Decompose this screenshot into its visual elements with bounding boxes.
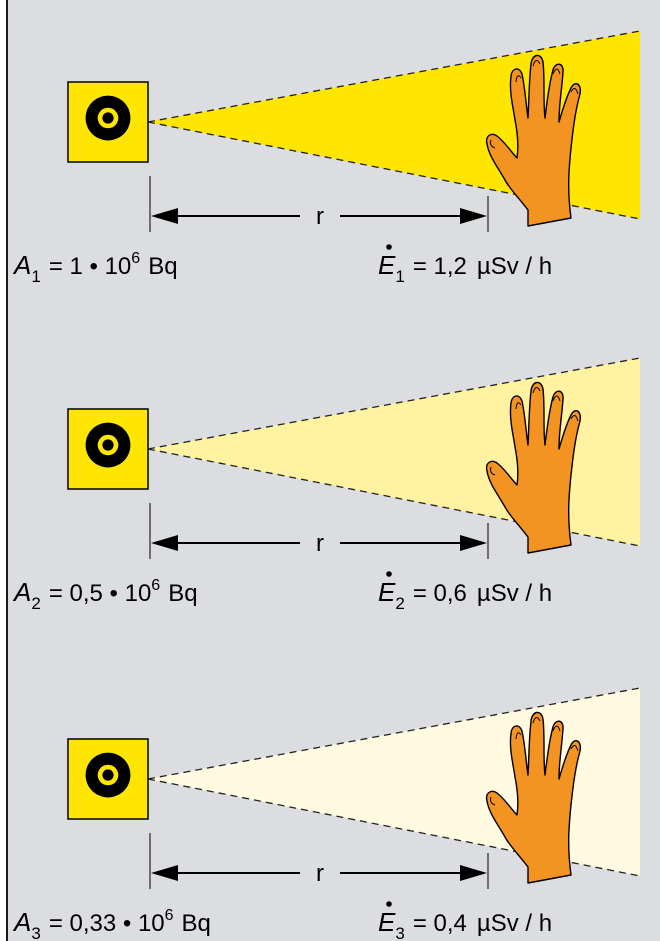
dose-rate-unit: µSv / h	[477, 580, 552, 607]
activity-exponent: 6	[131, 250, 140, 267]
activity-value: = 0,33 • 10	[49, 910, 165, 937]
activity-unit: Bq	[148, 253, 177, 280]
distance-label: r	[316, 860, 324, 887]
dose-rate-value: = 1,2	[413, 253, 467, 280]
distance-label: r	[316, 530, 324, 557]
dose-rate-unit: µSv / h	[477, 253, 552, 280]
dose-rate-dot-mark	[386, 571, 392, 577]
activity-index: 3	[31, 924, 40, 941]
activity-symbol: A	[12, 907, 31, 937]
dose-rate-dot-mark	[386, 244, 392, 250]
activity-unit: Bq	[168, 580, 197, 607]
activity-value: = 0,5 • 10	[49, 580, 151, 607]
dose-rate-value: = 0,6	[413, 580, 467, 607]
dose-rate-index: 1	[395, 267, 404, 286]
activity-unit: Bq	[182, 910, 211, 937]
dose-rate-dot-mark	[386, 901, 392, 907]
activity-exponent: 6	[151, 577, 160, 594]
distance-label: r	[316, 203, 324, 230]
dose-rate-index: 2	[395, 594, 404, 613]
dose-rate-symbol: E	[378, 250, 396, 280]
activity-index: 2	[31, 594, 40, 613]
activity-value: = 1 • 10	[49, 253, 131, 280]
dose-rate-unit: µSv / h	[477, 910, 552, 937]
activity-exponent: 6	[165, 907, 174, 924]
activity-symbol: A	[12, 250, 31, 280]
activity-index: 1	[31, 267, 40, 286]
dose-rate-symbol: E	[378, 907, 396, 937]
dose-rate-symbol: E	[378, 577, 396, 607]
dose-rate-value: = 0,4	[413, 910, 467, 937]
dose-rate-index: 3	[395, 924, 404, 941]
activity-symbol: A	[12, 577, 31, 607]
